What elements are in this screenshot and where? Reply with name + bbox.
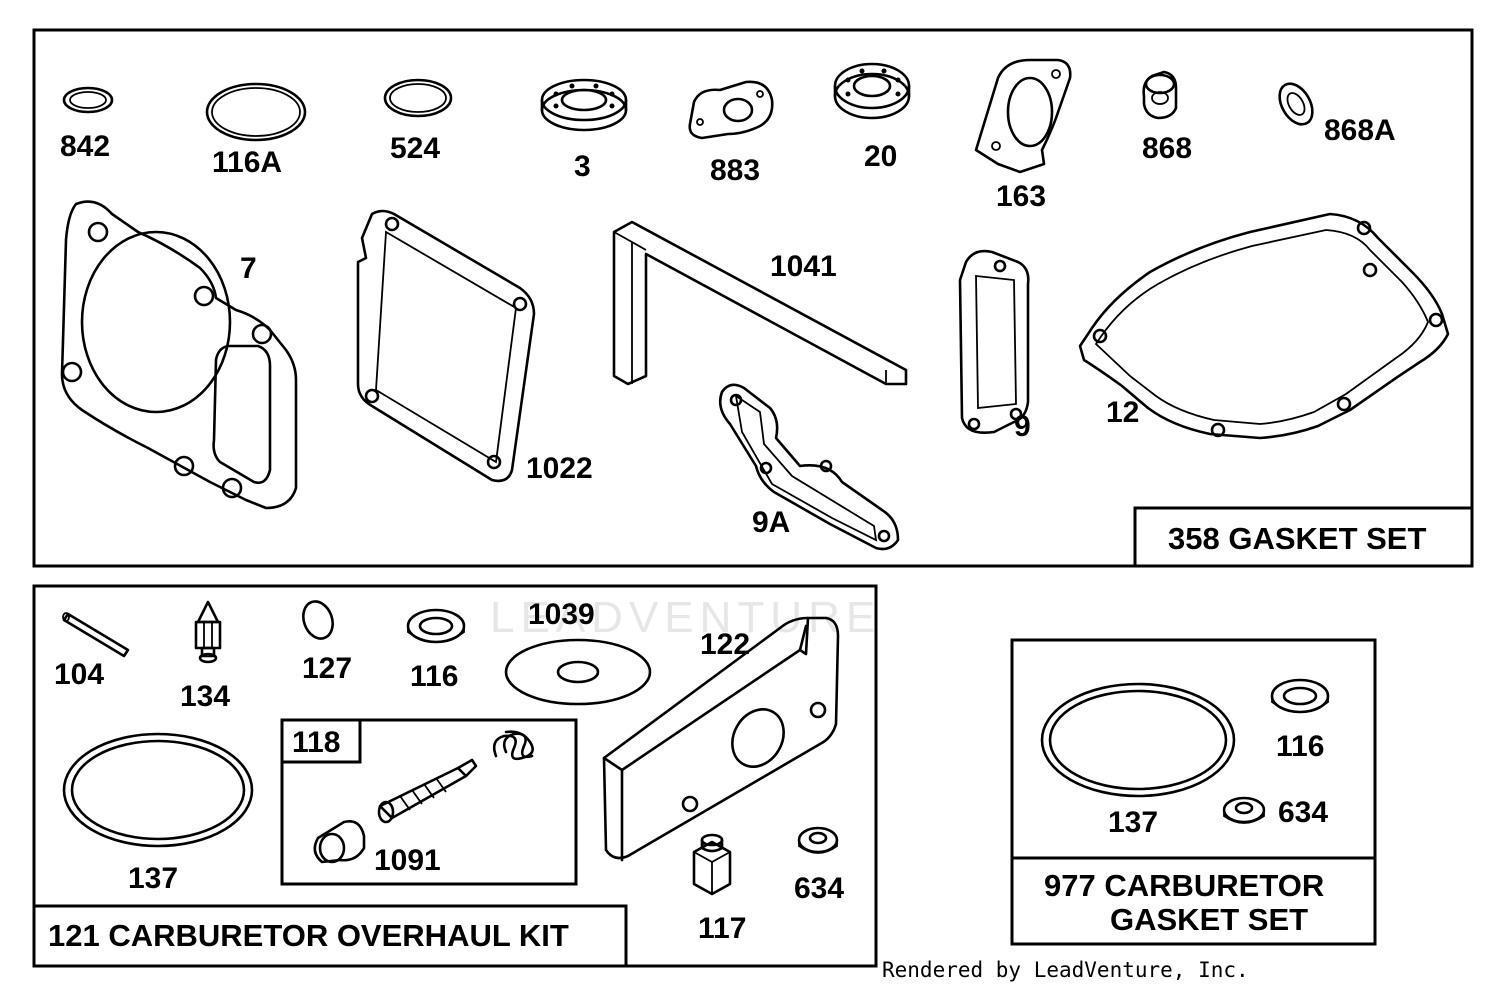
label-634-kit: 634: [794, 872, 844, 905]
part-524-o-ring[interactable]: [383, 78, 453, 118]
label-137-kit: 137: [128, 862, 178, 895]
carb-gasket-set-border: [1010, 638, 1377, 946]
part-1091-seat[interactable]: [313, 820, 366, 864]
part-127-welch-plug[interactable]: [298, 597, 337, 642]
gasket-set-title: 358 GASKET SET: [1168, 521, 1426, 556]
gasket-set-panel: 358 GASKET SET 842 116A 524: [32, 28, 1474, 568]
label-883: 883: [710, 154, 760, 187]
label-3: 3: [574, 150, 591, 183]
part-1041-seal-strip[interactable]: [612, 220, 908, 386]
label-842: 842: [60, 130, 110, 163]
overhaul-kit-title: 121 CARBURETOR OVERHAUL KIT: [48, 918, 569, 953]
label-117: 117: [698, 912, 746, 945]
part-634-washer-set[interactable]: [1222, 796, 1266, 824]
part-163-gasket[interactable]: [974, 58, 1072, 174]
label-116-kit: 116: [410, 660, 458, 693]
overhaul-kit-title-box: [32, 904, 628, 968]
label-122: 122: [700, 628, 750, 661]
part-116-washer[interactable]: [406, 608, 466, 644]
label-118: 118: [292, 726, 340, 759]
part-122-carb-spacer[interactable]: [602, 616, 840, 862]
gasket-set-border: [32, 28, 1474, 568]
part-9a-gasket[interactable]: [718, 383, 900, 551]
part-3-oil-seal[interactable]: [540, 78, 628, 132]
label-163: 163: [996, 180, 1046, 213]
label-7: 7: [240, 252, 257, 285]
kit-118-box: [280, 718, 578, 886]
part-1022-gasket[interactable]: [356, 209, 536, 483]
part-7-head-gasket[interactable]: [60, 200, 298, 510]
part-12-crankcase-gasket[interactable]: [1078, 212, 1450, 440]
carb-gasket-set-title-1: 977 CARBURETOR: [1044, 868, 1324, 903]
label-104: 104: [54, 658, 104, 691]
label-134: 134: [180, 680, 230, 713]
part-1091-mixture-screw[interactable]: [377, 758, 478, 824]
label-116-set: 116: [1276, 730, 1324, 763]
carb-gasket-set-panel: 977 CARBURETOR GASKET SET 137 116 634: [1010, 638, 1377, 946]
part-842-o-ring[interactable]: [62, 86, 114, 114]
overhaul-kit-panel: 121 CARBURETOR OVERHAUL KIT 104 134 127: [32, 584, 878, 968]
part-883-gasket[interactable]: [688, 80, 774, 140]
label-20: 20: [864, 140, 897, 173]
label-127-kit: 127: [302, 652, 352, 685]
label-1039: 1039: [528, 598, 595, 631]
part-868-valve-seal[interactable]: [1142, 70, 1178, 120]
label-12: 12: [1106, 396, 1139, 429]
part-116-washer-set[interactable]: [1270, 678, 1330, 714]
part-137-bowl-gasket[interactable]: [62, 732, 254, 848]
label-868a: 868A: [1324, 114, 1396, 147]
label-9: 9: [1014, 410, 1031, 443]
part-134-inlet-needle[interactable]: [194, 600, 222, 664]
carb-gasket-set-title-2: GASKET SET: [1110, 902, 1308, 937]
part-116a-o-ring[interactable]: [205, 82, 307, 142]
label-1041: 1041: [770, 250, 837, 283]
label-1091: 1091: [374, 844, 441, 877]
part-9-gasket[interactable]: [958, 249, 1030, 434]
kit-118-label-box: [280, 718, 362, 764]
gasket-set-title-box: [1133, 506, 1474, 568]
part-117-main-jet[interactable]: [692, 833, 732, 896]
part-1039-gasket-disc[interactable]: [504, 638, 652, 706]
label-137-set: 137: [1108, 806, 1158, 839]
label-868: 868: [1142, 132, 1192, 165]
label-634-set: 634: [1278, 796, 1328, 829]
part-634-washer-kit[interactable]: [797, 826, 839, 854]
label-1022: 1022: [526, 452, 593, 485]
label-524: 524: [390, 132, 440, 165]
part-104-pin[interactable]: [62, 612, 130, 658]
label-116a: 116A: [212, 146, 282, 179]
part-868a-washer[interactable]: [1273, 78, 1319, 130]
part-137-bowl-gasket-set[interactable]: [1040, 682, 1236, 798]
part-118-spring[interactable]: [492, 730, 534, 761]
part-20-oil-seal[interactable]: [833, 62, 911, 120]
label-9a: 9A: [752, 506, 790, 539]
credit-text: Rendered by LeadVenture, Inc.: [882, 958, 1249, 982]
